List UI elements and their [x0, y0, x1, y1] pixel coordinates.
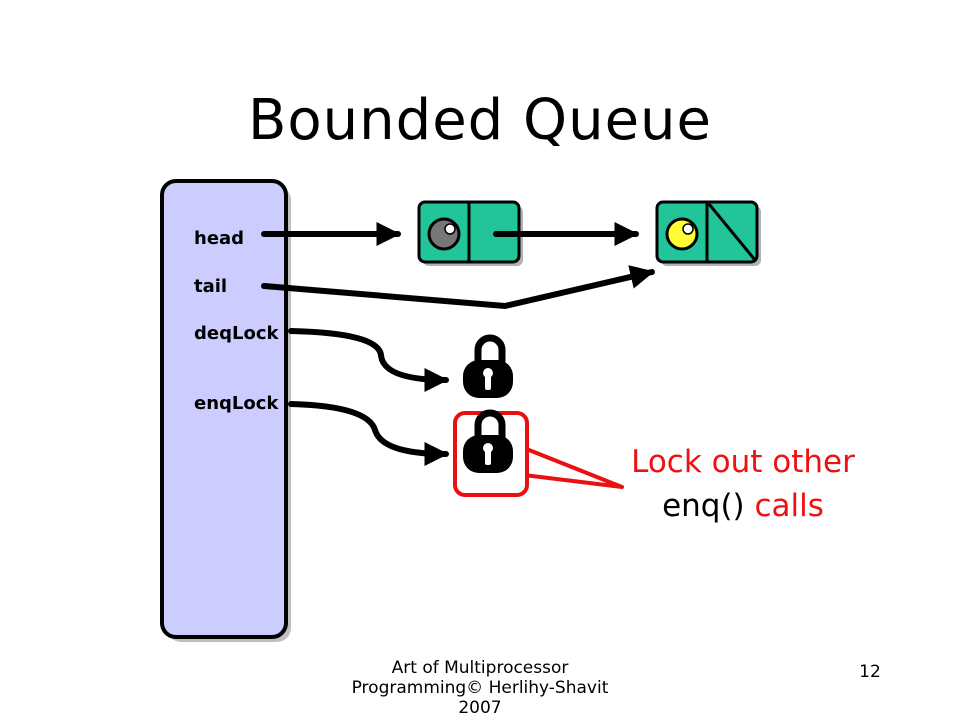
- field-label-enqlock: enqLock: [194, 393, 279, 414]
- callout-code: enq(): [662, 488, 745, 524]
- list-node-sentinel: [417, 200, 523, 266]
- slide-footer: Art of Multiprocessor Programming© Herli…: [351, 658, 609, 718]
- tail-pointer-arrow: [261, 265, 655, 310]
- list-node-tail: [655, 200, 761, 266]
- callout-line-2-rest: calls: [744, 488, 824, 524]
- node-value-dot: [665, 217, 699, 251]
- field-label-tail: tail: [194, 276, 228, 297]
- field-label-head: head: [194, 228, 245, 249]
- callout-text: Lock out other enq() calls: [598, 440, 888, 528]
- null-pointer-slash: [707, 203, 757, 261]
- queue-object-box: [160, 179, 291, 642]
- deq-lock-icon: [463, 334, 513, 398]
- slide-title: Bounded Queue: [248, 88, 712, 153]
- slide-number: 12: [859, 662, 881, 682]
- field-label-deqlock: deqLock: [194, 323, 279, 344]
- sentinel-value-dot: [427, 217, 461, 251]
- callout-line-1: Lock out other: [631, 444, 855, 480]
- callout-line-2: enq() calls: [598, 484, 888, 528]
- enq-lock-icon: [463, 409, 513, 473]
- deqlock-pointer-arrow: [288, 328, 449, 392]
- enqlock-pointer-arrow: [288, 401, 449, 466]
